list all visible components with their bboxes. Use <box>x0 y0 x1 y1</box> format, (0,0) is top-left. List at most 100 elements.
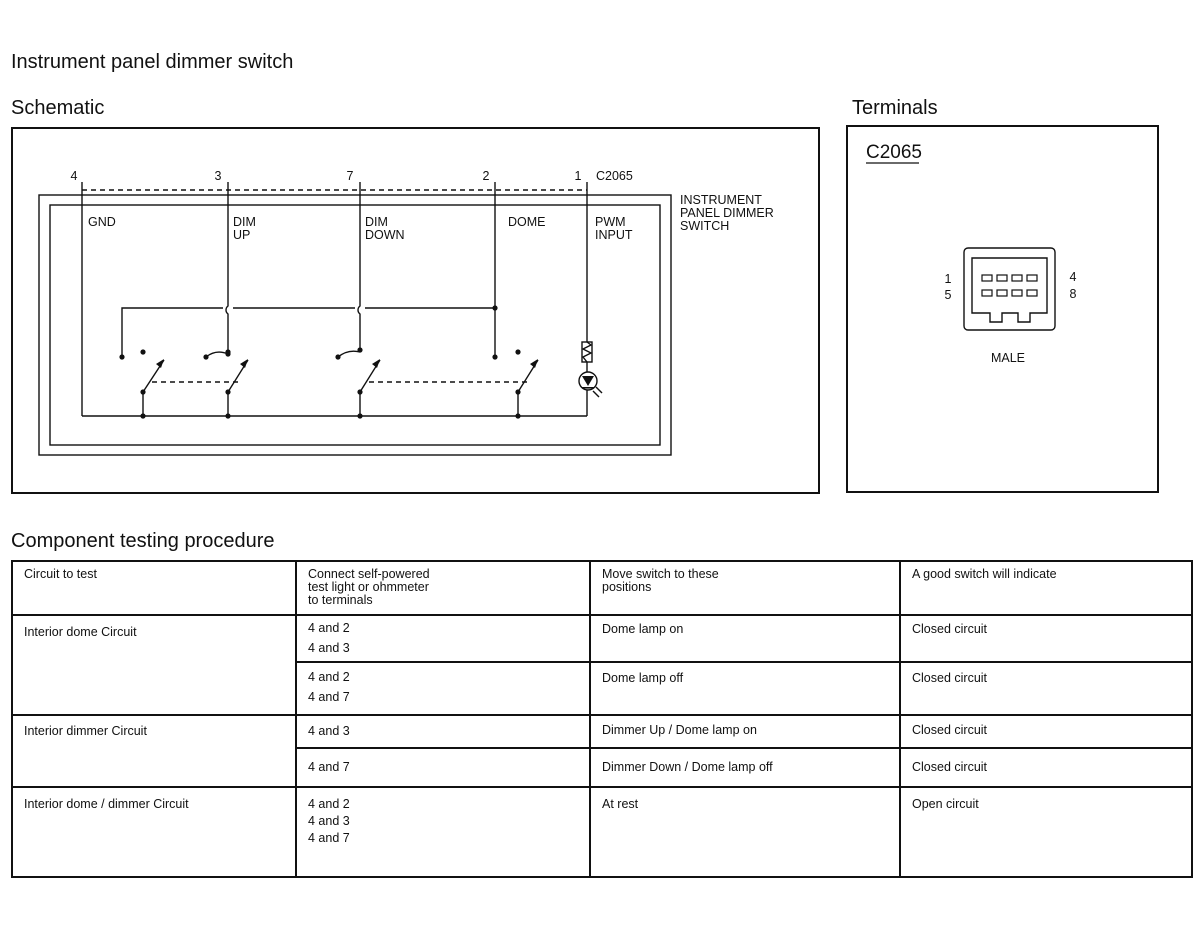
component-label: SWITCH <box>680 219 729 233</box>
circuit-cell: Interior dome Circuit <box>11 614 297 716</box>
table-row: Interior dimmer Circuit 4 and 3 Dimmer U… <box>11 714 1193 788</box>
wire-dome-bus <box>121 307 495 356</box>
led-arrow-2 <box>592 390 600 398</box>
junction-dot <box>357 389 363 395</box>
terminals-panel: C2065 1 5 4 8 MALE <box>846 125 1159 493</box>
column-header: Circuit to test <box>11 560 297 616</box>
circuit-name: GND <box>88 215 116 229</box>
circuit-name: INPUT <box>595 228 633 242</box>
junction-dot <box>140 389 146 395</box>
contact-dot <box>225 351 231 357</box>
circuit-cell: Interior dome / dimmer Circuit <box>11 786 297 878</box>
table-header-row: Circuit to test Connect self-powered tes… <box>11 560 1193 616</box>
terminal-cavity <box>1011 289 1023 297</box>
circuit-cell: Interior dimmer Circuit <box>11 714 297 788</box>
circuit-name: DIM <box>365 215 388 229</box>
pin-label: 5 <box>945 288 952 302</box>
connector-label: C2065 <box>596 169 633 183</box>
contact-dot <box>515 349 521 355</box>
junction-dot <box>515 389 521 395</box>
led-triangle <box>582 376 594 386</box>
position-cell: Dome lamp on <box>589 614 901 663</box>
junction-dot <box>140 413 146 419</box>
pin-label: 1 <box>945 272 952 286</box>
result-cell: Open circuit <box>899 786 1193 878</box>
circuit-name: PWM <box>595 215 626 229</box>
wire-dim-down-hop <box>357 304 361 352</box>
contact-arc-dim-up <box>205 351 229 358</box>
procedure-heading: Component testing procedure <box>11 530 275 552</box>
junction-dot <box>357 413 363 419</box>
table-row: 4 and 7 Dimmer Down / Dome lamp off Clos… <box>12 747 1193 788</box>
terminals-cell: 4 and 3 <box>295 714 591 749</box>
circuit-name: DOME <box>508 215 546 229</box>
switch-arrow-2 <box>240 359 248 368</box>
column-header: A good switch will indicate <box>899 560 1193 616</box>
circuit-name: DIM <box>233 215 256 229</box>
terminals-heading: Terminals <box>852 97 938 119</box>
terminal-cavity <box>981 289 993 297</box>
contact-dot <box>140 349 146 355</box>
pin-label: 4 <box>1070 270 1077 284</box>
component-outline-inner <box>49 204 661 446</box>
switch-arrow-3 <box>372 359 380 368</box>
terminals-connector-id: C2065 <box>866 142 922 163</box>
column-header: Move switch to these positions <box>589 560 901 616</box>
terminal-cavity <box>1011 274 1023 282</box>
result-cell: Closed circuit <box>899 614 1193 663</box>
led-arrow-1 <box>595 386 603 394</box>
connector-housing-outer <box>963 247 1056 331</box>
junction-dot <box>225 389 231 395</box>
column-header: Connect self-powered test light or ohmme… <box>295 560 591 616</box>
terminals-cell: 4 and 7 <box>295 747 591 788</box>
junction-dot <box>225 413 231 419</box>
schematic-heading: Schematic <box>11 97 105 119</box>
contact-dot <box>203 354 209 360</box>
position-cell: Dimmer Down / Dome lamp off <box>589 747 901 788</box>
switch-arrow-1 <box>156 359 164 368</box>
result-cell: Closed circuit <box>899 714 1193 749</box>
pin-number: 3 <box>215 169 222 183</box>
component-label: PANEL DIMMER <box>680 206 774 220</box>
component-label: INSTRUMENT <box>680 193 762 207</box>
led-body <box>578 371 598 391</box>
position-cell: At rest <box>589 786 901 878</box>
result-cell: Closed circuit <box>899 661 1193 716</box>
connector-face-diagram: C2065 1 5 4 8 MALE <box>866 142 1077 365</box>
contact-dot <box>119 354 125 360</box>
pin-number: 7 <box>347 169 354 183</box>
page-title: Instrument panel dimmer switch <box>11 51 294 73</box>
contact-dot <box>492 354 498 360</box>
connector-housing-inner <box>971 257 1048 323</box>
component-testing-table: Circuit to test Connect self-powered tes… <box>11 560 1193 878</box>
position-cell: Dome lamp off <box>589 661 901 716</box>
contact-dot <box>335 354 341 360</box>
contact-dot <box>357 347 363 353</box>
wire-dim-up-hop <box>225 304 229 354</box>
pin-number: 1 <box>575 169 582 183</box>
terminal-cavity <box>981 274 993 282</box>
schematic-panel: 4 3 7 2 1 C2065 GND DIM UP DIM DOWN DOME… <box>11 127 820 494</box>
pin-label: 8 <box>1070 287 1077 301</box>
component-outline-outer <box>38 194 672 456</box>
result-cell: Closed circuit <box>899 747 1193 788</box>
junction-dot <box>492 305 498 311</box>
terminal-cavity <box>996 289 1008 297</box>
resistor-zigzag <box>581 341 593 363</box>
schematic-diagram: 4 3 7 2 1 C2065 GND DIM UP DIM DOWN DOME… <box>38 169 774 456</box>
pin-number: 2 <box>483 169 490 183</box>
connector-gender: MALE <box>991 351 1025 365</box>
circuit-name: UP <box>233 228 250 242</box>
terminal-cavity <box>1026 274 1038 282</box>
led-bar <box>582 387 594 389</box>
switch-arrow-4 <box>530 359 538 368</box>
terminal-cavity <box>1026 289 1038 297</box>
terminal-cavity <box>996 274 1008 282</box>
junction-dot <box>515 413 521 419</box>
